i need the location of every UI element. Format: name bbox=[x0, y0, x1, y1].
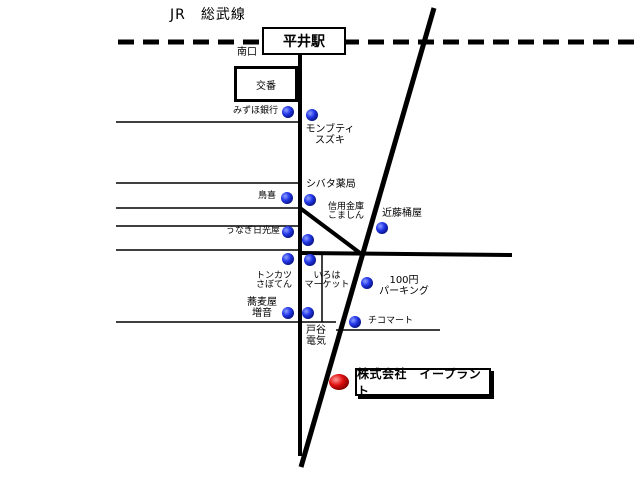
station-box: 平井駅 bbox=[262, 27, 346, 55]
company-box: 株式会社 イープラント bbox=[355, 367, 491, 398]
marker-montbleu bbox=[306, 109, 318, 121]
marker-unagi bbox=[282, 226, 294, 238]
label-montbleu-line2: スズキ bbox=[315, 134, 345, 146]
marker-kondo bbox=[376, 222, 388, 234]
label-chiko: チコマート bbox=[368, 316, 414, 326]
road-connector bbox=[298, 206, 362, 255]
label-totani: 戸谷 電気 bbox=[300, 325, 332, 347]
label-shinkin-line2: こましん bbox=[327, 211, 364, 222]
label-parking-line2: パーキング bbox=[379, 285, 429, 297]
label-iroha: いろは マーケット bbox=[302, 271, 352, 291]
marker-parking bbox=[361, 277, 373, 289]
marker-iroha bbox=[304, 254, 316, 266]
marker-chiko bbox=[349, 316, 361, 328]
koban-box: 交番 bbox=[234, 66, 298, 102]
label-parking-line1: 100円 bbox=[389, 275, 419, 286]
marker-soba-2 bbox=[302, 307, 314, 319]
company-name: 株式会社 イープラント bbox=[357, 367, 482, 398]
label-torikki: 鳥喜 bbox=[257, 191, 276, 201]
label-totani-line1: 戸谷 bbox=[306, 325, 326, 336]
station-exit: 南口 bbox=[237, 47, 257, 58]
label-parking: 100円 パーキング bbox=[372, 275, 436, 297]
label-shinkin-line1: 信用金庫 bbox=[327, 202, 364, 212]
marker-destination bbox=[329, 374, 349, 390]
koban-label: 交番 bbox=[256, 80, 276, 92]
label-shibata: シバタ薬局 bbox=[306, 179, 356, 190]
marker-shinkin bbox=[304, 194, 316, 206]
station-name: 平井駅 bbox=[283, 34, 325, 50]
marker-soba bbox=[282, 307, 294, 319]
label-kondo: 近藤桶屋 bbox=[382, 208, 422, 219]
label-totani-line2: 電気 bbox=[306, 335, 326, 347]
label-soba-line1: 蕎麦屋 bbox=[247, 297, 277, 308]
label-soba-line2: 増音 bbox=[252, 307, 272, 319]
road-cross-main bbox=[299, 251, 513, 257]
label-tonkatsu: トンカツ さぼてん bbox=[250, 271, 298, 291]
label-soba: 蕎麦屋 増音 bbox=[240, 297, 284, 319]
label-montbleu-line1: モンブティ bbox=[305, 124, 355, 135]
label-shinkin: 信用金庫 こましん bbox=[318, 202, 374, 222]
marker-torikki bbox=[281, 192, 293, 204]
marker-tonkatsu bbox=[282, 253, 294, 265]
main-road-diagonal bbox=[298, 7, 437, 468]
railway-name: JR 総武線 bbox=[170, 7, 246, 23]
label-iroha-line1: いろは bbox=[313, 271, 341, 281]
label-unagi: うなぎ日光屋 bbox=[225, 226, 280, 236]
marker-unagi-2 bbox=[302, 234, 314, 246]
label-montbleu: モンブティ スズキ bbox=[300, 124, 360, 146]
label-tonkatsu-line1: トンカツ bbox=[255, 271, 292, 281]
label-tonkatsu-line2: さぼてん bbox=[255, 280, 292, 291]
label-mizuho: みずほ銀行 bbox=[232, 106, 278, 116]
label-iroha-line2: マーケット bbox=[304, 280, 350, 291]
marker-mizuho bbox=[282, 106, 294, 118]
